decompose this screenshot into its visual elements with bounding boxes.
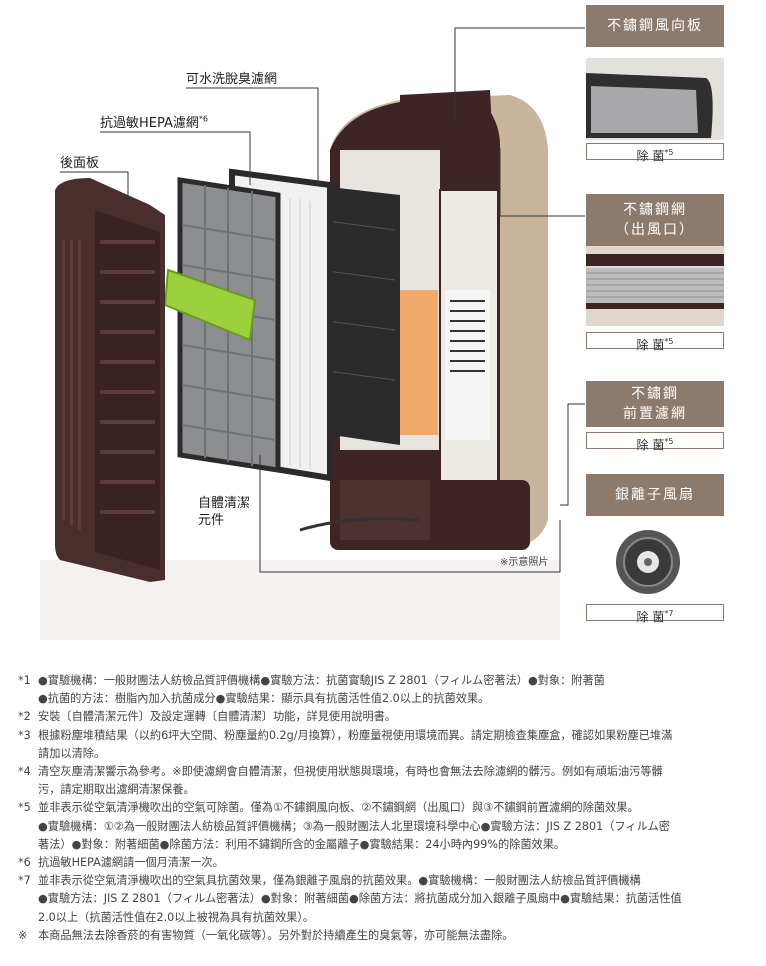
panel-stainless-prefilter-tag: 除 菌*5 bbox=[586, 432, 724, 452]
exploded-view-illustration bbox=[40, 27, 585, 640]
silver-ion-fan-image bbox=[586, 516, 724, 600]
panel-stainless-louver-title: 不鏽鋼風向板 bbox=[586, 5, 724, 47]
footnote-text: 本商品無法去除香菸的有害物質（一氧化碳等）。另外對於持續產生的臭氣等，亦可能無法… bbox=[38, 927, 758, 945]
auto-cleaning-element bbox=[163, 268, 257, 342]
panel-2-title-line2: （出風口） bbox=[615, 222, 695, 238]
panel-3-title-line1: 不鏽鋼 bbox=[631, 386, 679, 402]
panel-1-tag-text: 除 菌 bbox=[636, 149, 665, 163]
footnote-line: 安裝〔自體清潔元件〕及設定運轉〔自體清潔〕功能，詳見使用說明書。 bbox=[38, 710, 397, 724]
washable-filter-label: 可水洗脫臭濾網 bbox=[186, 72, 278, 87]
stainless-mesh-image bbox=[586, 246, 724, 326]
footnote-line: 抗過敏HEPA濾網請一個月清潔一次。 bbox=[38, 856, 224, 870]
footnote-mark: *7 bbox=[18, 874, 31, 888]
panel-3-title-line2: 前置濾網 bbox=[623, 406, 687, 422]
footnote-text: 根據粉塵堆積結果（以約6坪大空間、粉塵量約0.2g/月換算），粉塵量視使用環境而… bbox=[38, 727, 758, 763]
panel-stainless-mesh-photo bbox=[586, 246, 724, 326]
auto-clean-label: 自體清潔 元件 bbox=[198, 495, 250, 529]
footnote-line: ●實驗機構：一般財團法人紡檢品質評價機構●實驗方法：抗菌實驗JIS Z 2801… bbox=[38, 674, 605, 687]
hepa-filter-label-text: 抗過敏HEPA濾網 bbox=[100, 116, 199, 131]
panel-2-tag-text: 除 菌 bbox=[636, 338, 665, 352]
hepa-filter-sup: *6 bbox=[198, 114, 208, 124]
footnote-line: 著法）●對象：附著細菌●除菌方法：利用不鏽鋼所含的金屬離子●實驗結果：24小時內… bbox=[38, 837, 566, 851]
panel-4-tag-text: 除 菌 bbox=[636, 610, 665, 624]
footnote-line: 本商品無法去除香菸的有害物質（一氧化碳等）。另外對於持續產生的臭氣等，亦可能無法… bbox=[38, 928, 514, 942]
footnote-line: 並非表示從空氣清淨機吹出的空氣可除菌。僅為①不鏽鋼風向板、②不鏽鋼網（出風口）與… bbox=[38, 801, 639, 815]
footnote-text: 清空灰塵清潔響示為參考。※即使濾網會自體清潔，但視使用狀態與環境，有時也會無法去… bbox=[38, 763, 758, 799]
panel-stainless-louver-tag: 除 菌*5 bbox=[586, 143, 724, 163]
footnote-mark: ※ bbox=[18, 928, 28, 942]
footnote-3: *3 根據粉塵堆積結果（以約6坪大空間、粉塵量約0.2g/月換算），粉塵量視使用… bbox=[18, 727, 758, 763]
footnote-mark: *5 bbox=[18, 801, 31, 815]
footnote-4: *4 清空灰塵清潔響示為參考。※即使濾網會自體清潔，但視使用狀態與環境，有時也會… bbox=[18, 763, 758, 799]
back-panel-label: 後面板 bbox=[60, 156, 100, 171]
auto-clean-label-line2: 元件 bbox=[198, 513, 225, 528]
footnote-line: 清空灰塵清潔響示為參考。※即使濾網會自體清潔，但視使用狀態與環境，有時也會無法去… bbox=[38, 765, 663, 779]
callout-lines bbox=[60, 27, 585, 573]
footnote-6: *6 抗過敏HEPA濾網請一個月清潔一次。 bbox=[18, 854, 758, 872]
back-panel bbox=[55, 178, 165, 582]
panel-stainless-louver-photo bbox=[586, 58, 724, 140]
panel-3-tag-text: 除 菌 bbox=[636, 438, 665, 452]
footnote-line: 請加以清除。 bbox=[38, 746, 106, 760]
footnote-text: 安裝〔自體清潔元件〕及設定運轉〔自體清潔〕功能，詳見使用說明書。 bbox=[38, 708, 758, 726]
panel-3-tag-sup: *5 bbox=[664, 437, 674, 446]
footnote-line: 污，請定期取出濾網清潔保養。 bbox=[38, 783, 195, 797]
footnote-mark: *4 bbox=[18, 765, 31, 779]
footnote-mark: *1 bbox=[18, 674, 31, 687]
panel-4-tag-sup: *7 bbox=[664, 609, 674, 618]
panel-1-tag-sup: *5 bbox=[664, 148, 674, 157]
footnote-line: ●抗菌的方法：樹脂內加入抗菌成分●實驗結果：顯示具有抗菌活性值2.0以上的抗菌效… bbox=[38, 692, 490, 706]
footnote-line: 並非表示從空氣清淨機吹出的空氣具抗菌效果，僅為銀離子風扇的抗菌效果。●實驗機構：… bbox=[38, 874, 641, 888]
footnote-text: ●實驗機構：一般財團法人紡檢品質評價機構●實驗方法：抗菌實驗JIS Z 2801… bbox=[38, 672, 758, 708]
auto-clean-label-line1: 自體清潔 bbox=[198, 496, 251, 511]
footnote-7: *7 並非表示從空氣清淨機吹出的空氣具抗菌效果，僅為銀離子風扇的抗菌效果。●實驗… bbox=[18, 872, 758, 927]
panel-silver-ion-fan-title: 銀離子風扇 bbox=[586, 474, 724, 516]
footnote-5: *5 並非表示從空氣清淨機吹出的空氣可除菌。僅為①不鏽鋼風向板、②不鏽鋼網（出風… bbox=[18, 799, 758, 854]
footnote-disclaimer: ※ 本商品無法去除香菸的有害物質（一氧化碳等）。另外對於持續產生的臭氣等，亦可能… bbox=[18, 927, 758, 945]
panel-stainless-mesh-tag: 除 菌*5 bbox=[586, 332, 724, 352]
footnote-2: *2 安裝〔自體清潔元件〕及設定運轉〔自體清潔〕功能，詳見使用說明書。 bbox=[18, 708, 758, 726]
footnote-mark: *2 bbox=[18, 710, 31, 724]
footnote-line: ●實驗機構：①②為一般財團法人紡檢品質評價機構；③為一般財團法人北里環境科學中心… bbox=[38, 819, 670, 833]
sample-photo-note: ※示意照片 bbox=[500, 557, 549, 568]
panel-2-tag-sup: *5 bbox=[664, 337, 674, 346]
panel-silver-ion-fan-tag: 除 菌*7 bbox=[586, 604, 724, 624]
panel-stainless-mesh-title: 不鏽鋼網 （出風口） bbox=[586, 194, 724, 246]
footnote-mark: *3 bbox=[18, 728, 31, 742]
footnote-mark: *6 bbox=[18, 856, 31, 870]
footnote-text: 並非表示從空氣清淨機吹出的空氣具抗菌效果，僅為銀離子風扇的抗菌效果。●實驗機構：… bbox=[38, 872, 758, 927]
stainless-louver-image bbox=[586, 58, 724, 140]
panel-stainless-prefilter-title: 不鏽鋼 前置濾網 bbox=[586, 381, 724, 427]
panel-silver-ion-fan-photo bbox=[586, 516, 724, 600]
footnote-line: 根據粉塵堆積結果（以約6坪大空間、粉塵量約0.2g/月換算），粉塵量視使用環境而… bbox=[38, 728, 673, 742]
footnotes: *1 ●實驗機構：一般財團法人紡檢品質評價機構●實驗方法：抗菌實驗JIS Z 2… bbox=[18, 672, 758, 945]
footnote-line: ●實驗方法：JIS Z 2801（フィルム密著法）●對象：附著細菌●除菌方法：將… bbox=[38, 892, 682, 906]
hepa-filter-label: 抗過敏HEPA濾網*6 bbox=[100, 112, 208, 131]
footnote-1: *1 ●實驗機構：一般財團法人紡檢品質評價機構●實驗方法：抗菌實驗JIS Z 2… bbox=[18, 672, 758, 708]
panel-2-title-line1: 不鏽鋼網 bbox=[623, 202, 687, 218]
footnote-text: 並非表示從空氣清淨機吹出的空氣可除菌。僅為①不鏽鋼風向板、②不鏽鋼網（出風口）與… bbox=[38, 799, 758, 854]
footnote-line: 2.0以上（抗菌活性值在2.0以上被視為具有抗菌效果）。 bbox=[38, 910, 315, 924]
footnote-text: 抗過敏HEPA濾網請一個月清潔一次。 bbox=[38, 854, 758, 872]
